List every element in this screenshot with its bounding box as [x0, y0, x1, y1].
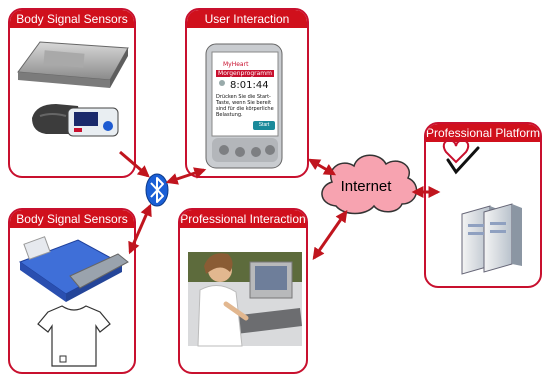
body-sensors-panel-bottom: Body Signal Sensors: [8, 208, 136, 374]
internet-label: Internet: [340, 178, 392, 195]
cloud-icon: [321, 154, 418, 215]
arrow-bluetooth-to-sensors-bottom: [128, 203, 152, 255]
heart-check-icon: [442, 139, 480, 175]
monitor-workstation-icon: [188, 252, 302, 347]
pda-header: MyHeart: [223, 61, 249, 68]
arrow-sensors-top-to-bluetooth: [119, 150, 150, 178]
arrow-pda-to-internet: [307, 158, 337, 176]
pda-time: 8:01:44: [230, 80, 269, 91]
scale-icon: [17, 41, 129, 88]
bluetooth-icon: [145, 173, 169, 207]
panel-title: Body Signal Sensors: [10, 210, 134, 228]
server-icon: [461, 203, 522, 275]
blood-pressure-monitor-icon: [32, 104, 119, 137]
arrow-internet-to-professional: [312, 210, 348, 260]
arrow-bluetooth-to-pda: [165, 167, 207, 185]
bed-sensor-icon: [18, 236, 129, 302]
pda-body-text: Drücken Sie die Start-Taste, wenn Sie be…: [216, 94, 274, 118]
tshirt-icon: [37, 305, 111, 367]
body-sensors-panel-top: Body Signal Sensors: [8, 8, 136, 178]
panel-title: Professional Platform: [426, 124, 541, 142]
panel-title: Body Signal Sensors: [10, 10, 134, 28]
connectors: [119, 150, 441, 260]
panel-title: Professional Interaction: [180, 210, 306, 228]
panel-title: User Interaction: [187, 10, 307, 28]
pda-title: Morgenprogramm: [216, 70, 274, 77]
pda-start-button[interactable]: Start: [253, 121, 275, 130]
